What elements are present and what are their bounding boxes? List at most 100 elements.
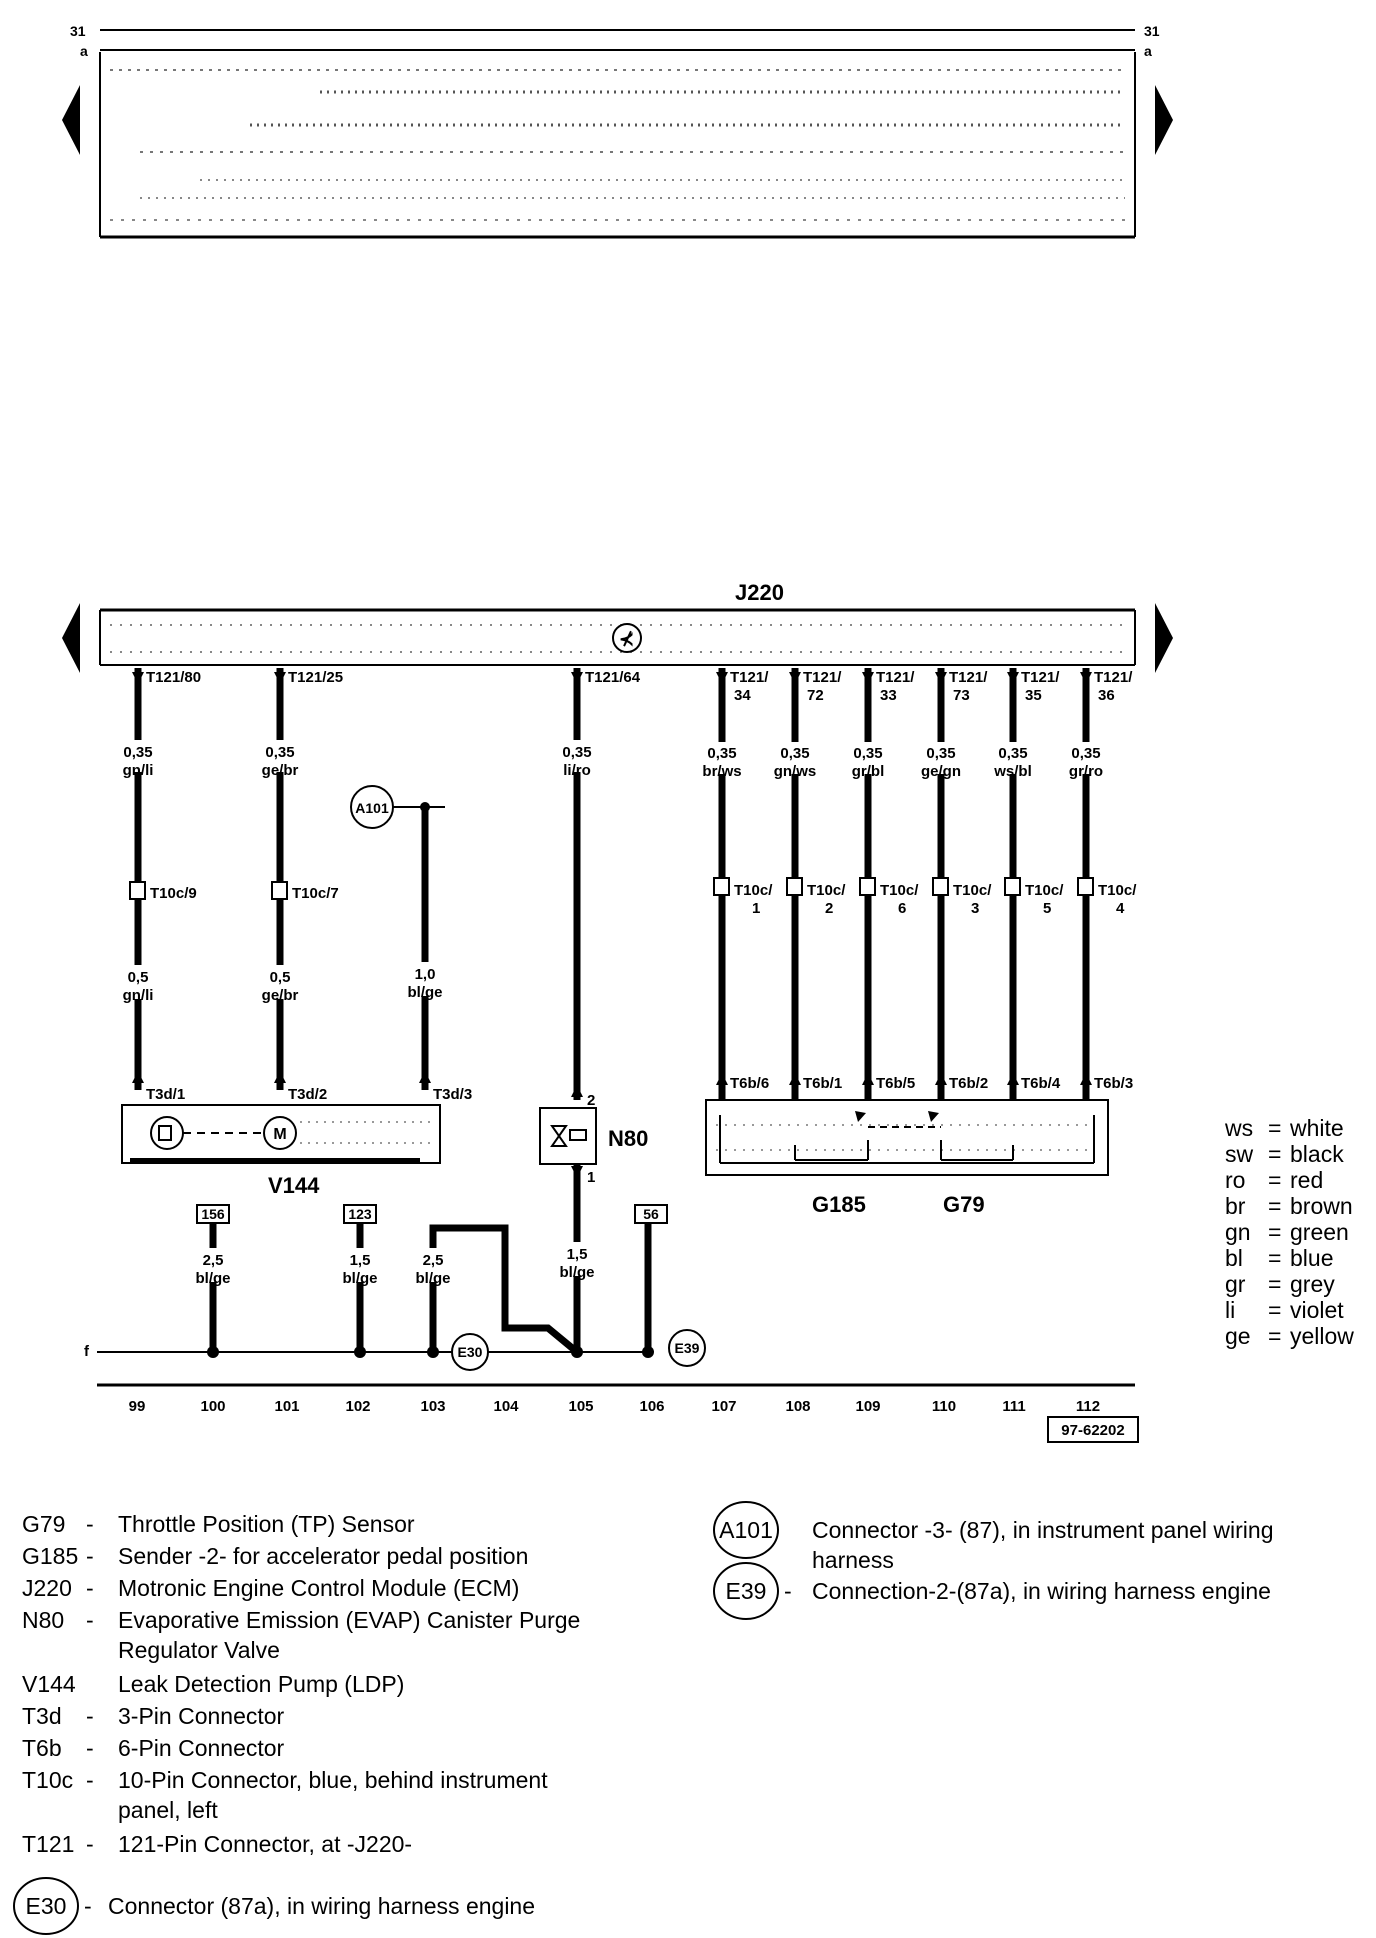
color-name: black [1290,1141,1344,1167]
connector-circle-icon [713,1562,779,1620]
motor-icon [263,1116,297,1150]
pin-label: T3d/1 [146,1086,185,1103]
legend-code: A101 [719,1517,773,1543]
color-eq: = [1268,1219,1281,1245]
legend-description: 121-Pin Connector, at -J220- [118,1831,412,1857]
component-v144: M V144 [121,1104,441,1198]
track-number: 109 [855,1398,880,1415]
connector-pin-icon [271,881,288,900]
connector-label: T10c/9 [150,885,197,902]
color-code: sw [1225,1141,1254,1167]
color-code: gn [1225,1219,1251,1245]
legend-dash: - [784,1578,792,1604]
connector-circle-icon [13,1877,79,1935]
color-name: yellow [1290,1323,1354,1349]
pin-label: T6b/6 [730,1075,769,1092]
legend-item: T121-121-Pin Connector, at -J220- [22,1831,412,1857]
legend-item: V144 Leak Detection Pump (LDP) [22,1671,404,1697]
color-eq: = [1268,1323,1281,1349]
pin-label: T121/ [1094,669,1133,686]
legend-dash: - [86,1511,94,1537]
connector-pin-icon [129,881,146,900]
legend-description: harness [812,1547,894,1573]
wire-color: bl/ge [559,1264,594,1281]
wire-t121-64: T121/64 0,35 li/ro 2 [562,668,641,1109]
color-name: grey [1290,1271,1335,1297]
pin-label: T3d/2 [288,1086,327,1103]
wire-color: ge/br [262,987,299,1004]
track-number: 99 [129,1398,146,1415]
legend-item: T10c-10-Pin Connector, blue, behind inst… [22,1767,548,1823]
legend-code: T3d [22,1703,62,1729]
legend-description: Connector -3- (87), in instrument panel … [812,1517,1273,1543]
connector-pin-icon [1004,877,1021,896]
legend-item: T3d-3-Pin Connector [22,1703,285,1729]
connector-e30-circle [451,1333,489,1371]
legend-item: T6b-6-Pin Connector [22,1735,285,1761]
wire-color: gn/ws [774,763,817,780]
legend-description: Sender -2- for accelerator pedal positio… [118,1543,528,1569]
connector-e39-circle [668,1329,706,1367]
ecm-label: J220 [735,580,784,605]
wire-size: 1,5 [567,1246,588,1263]
connector-pin-number: 5 [1043,900,1051,917]
legend-description: Leak Detection Pump (LDP) [118,1671,404,1697]
color-name: green [1290,1219,1349,1245]
left-arrow-icon [62,85,80,155]
pin-label: T6b/1 [803,1075,842,1092]
right-arrow-icon [1155,85,1173,155]
connector-label: T10c/ [953,882,992,899]
connector-pin-icon [859,877,876,896]
wire-color: br/ws [702,763,741,780]
wire-color: bl/ge [407,984,442,1001]
connector-e39-label: E39 [675,1340,700,1356]
color-code: ge [1225,1323,1251,1349]
right-arrow-icon [1155,603,1173,673]
ground-section: f 156 2,5 bl/ge 123 1,5 bl/ge 2,5 bl/ge … [84,1204,706,1371]
pin-number: 34 [734,687,751,704]
legend-description: panel, left [118,1797,218,1823]
legend-dash: - [86,1543,94,1569]
pin-label: T121/ [949,669,988,686]
pin-label: T121/25 [288,669,343,686]
ecm-j220: J220 ⊀ [62,580,1173,673]
wire-color: ge/gn [921,763,961,780]
connector-pin-icon [932,877,949,896]
wire-size: 0,35 [780,745,809,762]
color-name: brown [1290,1193,1353,1219]
track-number: 103 [420,1398,445,1415]
component-n80-label: N80 [608,1126,648,1151]
strip-label-left-bottom: a [80,43,88,59]
wire-size: 0,35 [123,744,152,761]
pin-label: T3d/3 [433,1086,472,1103]
wire-t121-25: T121/25 0,35 ge/br T10c/7 0,5 ge/br T3d/… [262,668,343,1103]
legend-code: V144 [22,1671,76,1697]
wire-size: 0,5 [128,969,149,986]
ref-box-56: 56 [643,1206,659,1222]
wire-size: 0,35 [853,745,882,762]
pin-label: T6b/3 [1094,1075,1133,1092]
legend-item: G185-Sender -2- for accelerator pedal po… [22,1543,528,1569]
color-eq: = [1268,1271,1281,1297]
legend-code: T10c [22,1767,73,1793]
top-bus-strip: 31 a 31 a [62,23,1173,239]
wire-size: 1,0 [415,966,436,983]
connector-label: T10c/ [1025,882,1064,899]
wire-size: 2,5 [423,1252,444,1269]
track-number: 100 [200,1398,225,1415]
wire-size: 0,35 [1071,745,1100,762]
connector-e30-label: E30 [458,1344,483,1360]
wire-color: gr/bl [852,763,885,780]
color-name: violet [1290,1297,1344,1323]
wire-color: gn/li [123,762,154,779]
connector-pin-number: 4 [1116,900,1125,917]
track-number: 105 [568,1398,593,1415]
pin-label: T121/ [1021,669,1060,686]
pin-number: 35 [1025,687,1042,704]
wire-color: bl/ge [415,1270,450,1287]
wire-a101-t3d-3: A101 1,0 bl/ge T3d/3 [350,785,472,1103]
connector-label: T10c/ [807,882,846,899]
legend-dash: - [86,1735,94,1761]
pin-label: T6b/2 [949,1075,988,1092]
